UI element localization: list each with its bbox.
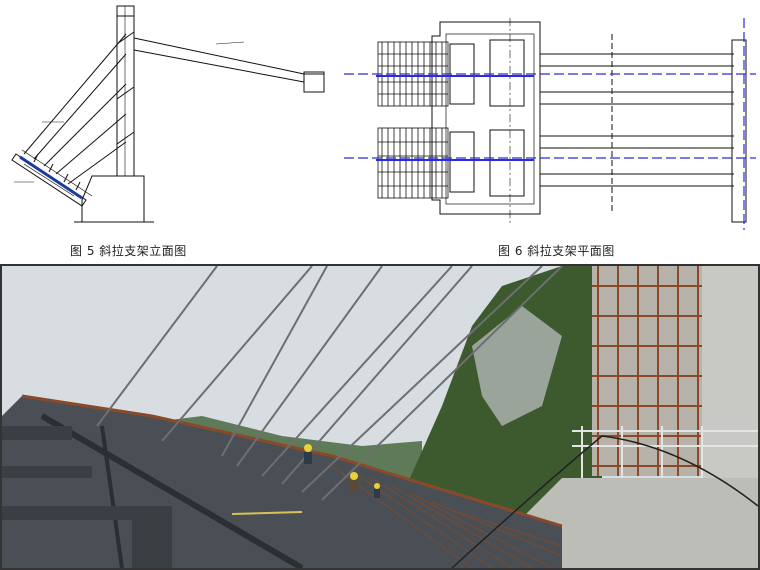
base-block <box>81 175 145 223</box>
end-block <box>731 39 747 223</box>
figure-5-caption: 图 5 斜拉支架立面图 <box>70 244 187 258</box>
drawings-panel: 图 5 斜拉支架立面图 图 6 斜拉支架平面图 <box>0 0 760 262</box>
anchor-block <box>303 71 325 93</box>
scaffold-tower <box>592 266 702 476</box>
girder-highlight <box>19 155 83 200</box>
construction-photo <box>0 264 760 570</box>
railing <box>572 426 758 478</box>
backstay <box>133 37 305 75</box>
figure-6-caption: 图 6 斜拉支架平面图 <box>498 244 615 258</box>
stay-cables <box>96 266 563 501</box>
rock-face <box>472 306 562 426</box>
photo-illustration <box>2 266 758 568</box>
steel-frame <box>2 426 172 568</box>
pier-outline <box>431 21 541 215</box>
plan-drawing <box>344 18 756 230</box>
axis-lines <box>344 18 756 230</box>
elevation-drawing <box>11 5 325 223</box>
hatch-lower <box>377 127 449 199</box>
workers <box>304 444 380 498</box>
